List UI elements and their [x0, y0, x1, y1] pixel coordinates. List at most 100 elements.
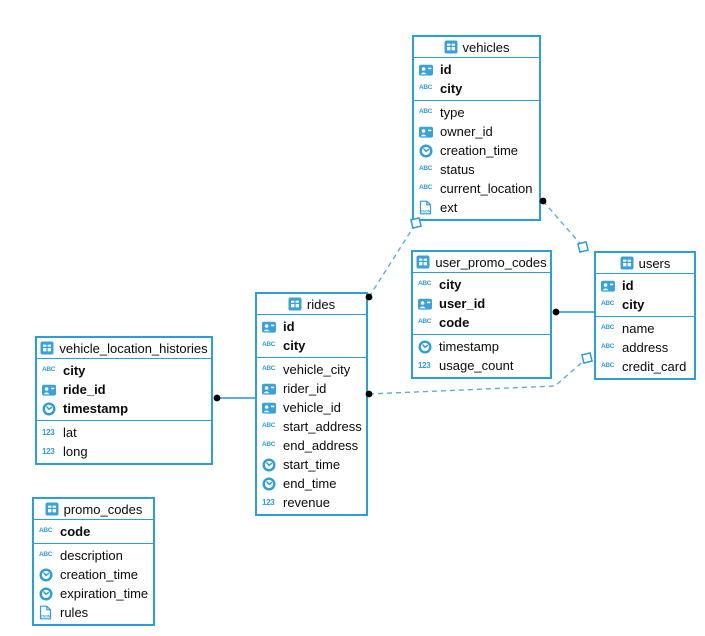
column-label: description	[60, 548, 123, 563]
clock-icon	[262, 476, 276, 491]
relation-vehicles-users[interactable]	[542, 200, 584, 248]
column-type-icon-wrap	[42, 401, 61, 416]
column-label: start_address	[283, 419, 362, 434]
column-type-icon-wrap: ABC	[601, 363, 620, 370]
column-type-icon-wrap	[419, 63, 438, 77]
id-icon	[418, 298, 432, 310]
column-row-creation_time[interactable]: creation_time	[414, 141, 539, 160]
column-type-icon-wrap: ABC	[262, 442, 281, 449]
column-type-icon-wrap: ABC	[419, 85, 438, 92]
column-row-creation_time[interactable]: creation_time	[34, 565, 153, 584]
column-type-icon-wrap: JSON	[39, 605, 58, 620]
column-row-status[interactable]: ABC status	[414, 160, 539, 179]
table-header[interactable]: vehicle_location_histories	[37, 338, 211, 359]
column-type-icon-wrap: ABC	[419, 185, 438, 192]
column-row-ride_id[interactable]: ride_id	[37, 380, 211, 399]
id-icon	[419, 126, 433, 138]
column-row-city[interactable]: ABC city	[37, 361, 211, 380]
column-type-icon-wrap: 123	[42, 447, 61, 456]
text-type-icon: ABC	[419, 165, 433, 173]
text-type-icon: ABC	[601, 362, 615, 370]
table-header[interactable]: vehicles	[414, 37, 539, 58]
table-title: vehicle_location_histories	[59, 340, 208, 356]
column-label: city	[440, 81, 463, 96]
table-icon	[45, 502, 59, 516]
column-label: timestamp	[439, 339, 499, 354]
column-type-icon-wrap: ABC	[419, 109, 438, 116]
column-label: vehicle_city	[283, 362, 351, 377]
table-icon	[620, 256, 634, 270]
column-row-timestamp[interactable]: timestamp	[37, 399, 211, 418]
column-row-id[interactable]: id	[596, 276, 694, 295]
column-label: end_time	[283, 476, 337, 491]
relation-square-marker	[576, 240, 590, 254]
table-header[interactable]: user_promo_codes	[413, 252, 550, 273]
column-label: start_time	[283, 457, 341, 472]
text-type-icon: ABC	[42, 366, 56, 374]
table-header[interactable]: users	[596, 253, 694, 274]
text-type-icon: ABC	[601, 343, 615, 351]
table-icon	[40, 341, 54, 355]
column-row-timestamp[interactable]: timestamp	[413, 337, 550, 356]
column-type-icon-wrap: ABC	[601, 325, 620, 332]
column-row-id[interactable]: id	[257, 317, 366, 336]
column-label: current_location	[440, 181, 533, 196]
column-row-start_time[interactable]: start_time	[257, 455, 366, 474]
text-type-icon: ABC	[419, 84, 433, 92]
column-row-expiration_time[interactable]: expiration_time	[34, 584, 153, 603]
column-label: rider_id	[283, 381, 327, 396]
column-label: long	[63, 444, 88, 459]
column-row-vehicle_id[interactable]: vehicle_id	[257, 398, 366, 417]
number-type-icon: 123	[42, 427, 55, 437]
table-header[interactable]: promo_codes	[34, 499, 153, 520]
column-label: id	[283, 319, 295, 334]
column-label: city	[63, 363, 86, 378]
column-row-end_time[interactable]: end_time	[257, 474, 366, 493]
column-row-id[interactable]: id	[414, 60, 539, 79]
text-type-icon: ABC	[262, 441, 276, 449]
table-header[interactable]: rides	[257, 294, 366, 315]
relation-rides-vehicles[interactable]	[368, 222, 417, 298]
id-icon	[262, 383, 276, 395]
svg-text:JSON: JSON	[420, 210, 431, 214]
column-row-owner_id[interactable]: owner_id	[414, 122, 539, 141]
clock-icon	[262, 457, 276, 472]
column-label: status	[440, 162, 475, 177]
column-row-user_id[interactable]: user_id	[413, 294, 550, 313]
column-row-city[interactable]: ABC city	[414, 79, 539, 98]
column-type-icon-wrap	[601, 279, 620, 293]
column-row-rider_id[interactable]: rider_id	[257, 379, 366, 398]
column-label: city	[439, 277, 462, 292]
